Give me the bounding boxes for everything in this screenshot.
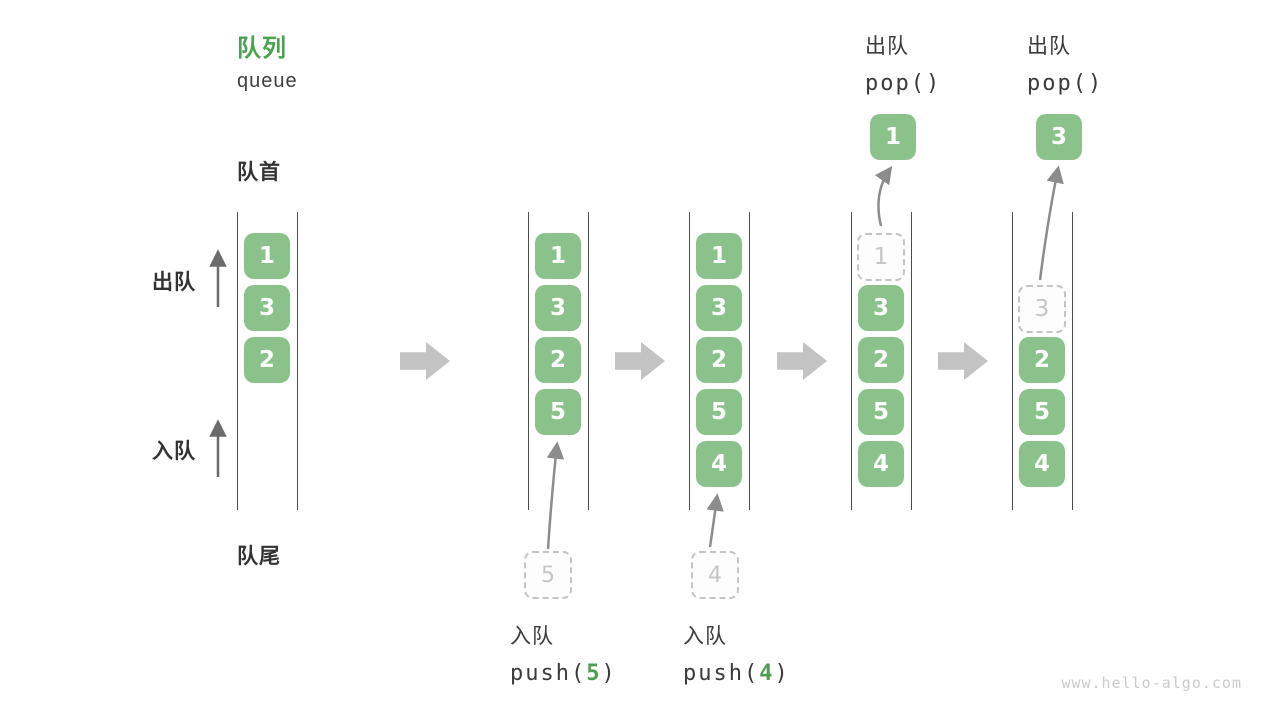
queue-cell: 2 xyxy=(1019,337,1065,383)
push4-operation-code: push(4) xyxy=(683,661,790,686)
queue-column-after-pop-3: 3 2 5 4 xyxy=(1012,212,1073,510)
queue-column-after-push4: 1 3 2 5 4 xyxy=(689,212,750,510)
pop-operation-code: pop() xyxy=(865,71,942,96)
push5-operation-code: push(5) xyxy=(510,661,617,686)
push4-operation-name: 入队 xyxy=(683,625,727,648)
pop-operation-name: 出队 xyxy=(865,35,909,58)
incoming-value-cell-push5: 5 xyxy=(524,551,572,599)
pop-operation-name: 出队 xyxy=(1027,35,1071,58)
queue-cell: 4 xyxy=(1019,441,1065,487)
step-arrow-icon xyxy=(400,342,450,380)
queue-cell: 1 xyxy=(244,233,290,279)
queue-cell: 3 xyxy=(244,285,290,331)
queue-cell: 5 xyxy=(858,389,904,435)
popped-value-cell-1: 1 xyxy=(870,114,916,160)
pop-second-operation-label: 出队 pop() xyxy=(1027,30,1103,96)
queue-cell: 3 xyxy=(696,285,742,331)
diagram-subtitle: queue xyxy=(237,70,298,92)
step-arrow-icon xyxy=(615,342,665,380)
code-text: push( xyxy=(683,661,760,686)
push4-operation-label: 入队 push(4) xyxy=(683,620,790,686)
diagram-title: 队列 xyxy=(237,35,287,62)
queue-rear-label: 队尾 xyxy=(237,545,281,568)
queue-cell: 5 xyxy=(535,389,581,435)
queue-front-label: 队首 xyxy=(237,161,281,184)
queue-cell: 4 xyxy=(858,441,904,487)
pop-first-operation-label: 出队 pop() xyxy=(865,30,941,96)
code-text: push( xyxy=(510,661,587,686)
queue-cell: 2 xyxy=(535,337,581,383)
site-watermark: www.hello-algo.com xyxy=(1061,674,1242,692)
queue-column-after-pop-1: 1 3 2 5 4 xyxy=(851,212,912,510)
code-text: ) xyxy=(601,661,617,686)
enqueue-direction-label: 入队 xyxy=(152,440,196,463)
queue-cell: 5 xyxy=(1019,389,1065,435)
dequeue-direction-label: 出队 xyxy=(152,271,196,294)
queue-cell: 5 xyxy=(696,389,742,435)
code-text: ) xyxy=(774,661,790,686)
queue-cell: 2 xyxy=(858,337,904,383)
incoming-value-cell-push4: 4 xyxy=(691,551,739,599)
queue-cell: 3 xyxy=(858,285,904,331)
queue-cell-removed: 1 xyxy=(857,233,905,281)
queue-cell: 1 xyxy=(696,233,742,279)
queue-cell: 2 xyxy=(244,337,290,383)
pop-operation-code: pop() xyxy=(1027,71,1104,96)
queue-cell: 2 xyxy=(696,337,742,383)
popped-value-cell-3: 3 xyxy=(1036,114,1082,160)
code-arg: 5 xyxy=(586,661,602,686)
queue-cell: 3 xyxy=(535,285,581,331)
push5-operation-name: 入队 xyxy=(510,625,554,648)
queue-cell: 1 xyxy=(535,233,581,279)
queue-cell-removed: 3 xyxy=(1018,285,1066,333)
code-arg: 4 xyxy=(759,661,775,686)
push5-operation-label: 入队 push(5) xyxy=(510,620,617,686)
step-arrow-icon xyxy=(938,342,988,380)
queue-column-after-push5: 1 3 2 5 xyxy=(528,212,589,510)
step-arrow-icon xyxy=(777,342,827,380)
queue-cell: 4 xyxy=(696,441,742,487)
queue-column-state-initial: 1 3 2 xyxy=(237,212,298,510)
